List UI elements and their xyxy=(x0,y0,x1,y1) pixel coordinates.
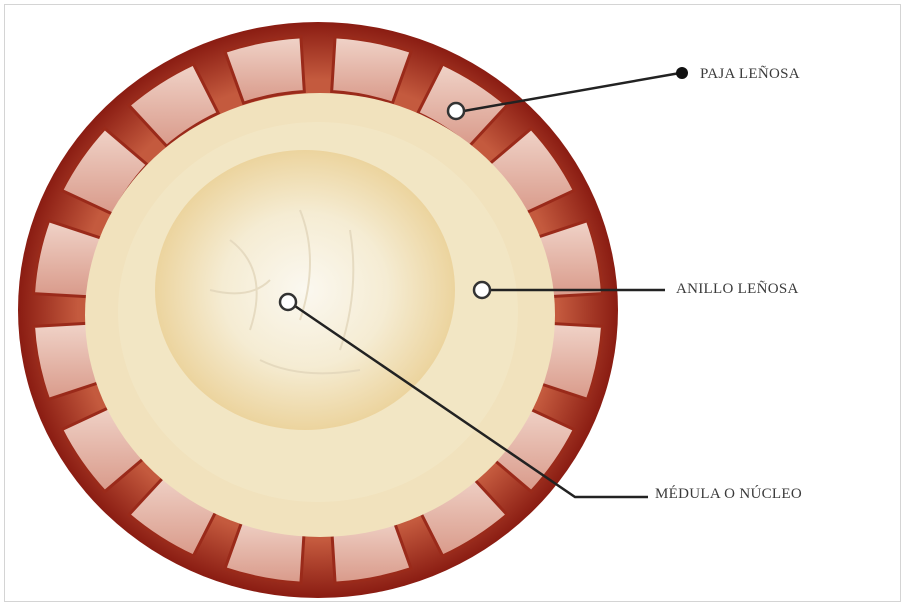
label-anillo-lenosa: ANILLO LEÑOSA xyxy=(676,281,799,298)
marker-medula-ring xyxy=(280,294,296,310)
label-paja-lenosa: PAJA LEÑOSA xyxy=(700,66,800,83)
marker-paja-ring xyxy=(448,103,464,119)
label-medula-o-nucleo: MÉDULA O NÚCLEO xyxy=(655,486,802,503)
pith xyxy=(155,150,455,430)
marker-anillo-ring xyxy=(474,282,490,298)
marker-paja-dot xyxy=(676,67,688,79)
